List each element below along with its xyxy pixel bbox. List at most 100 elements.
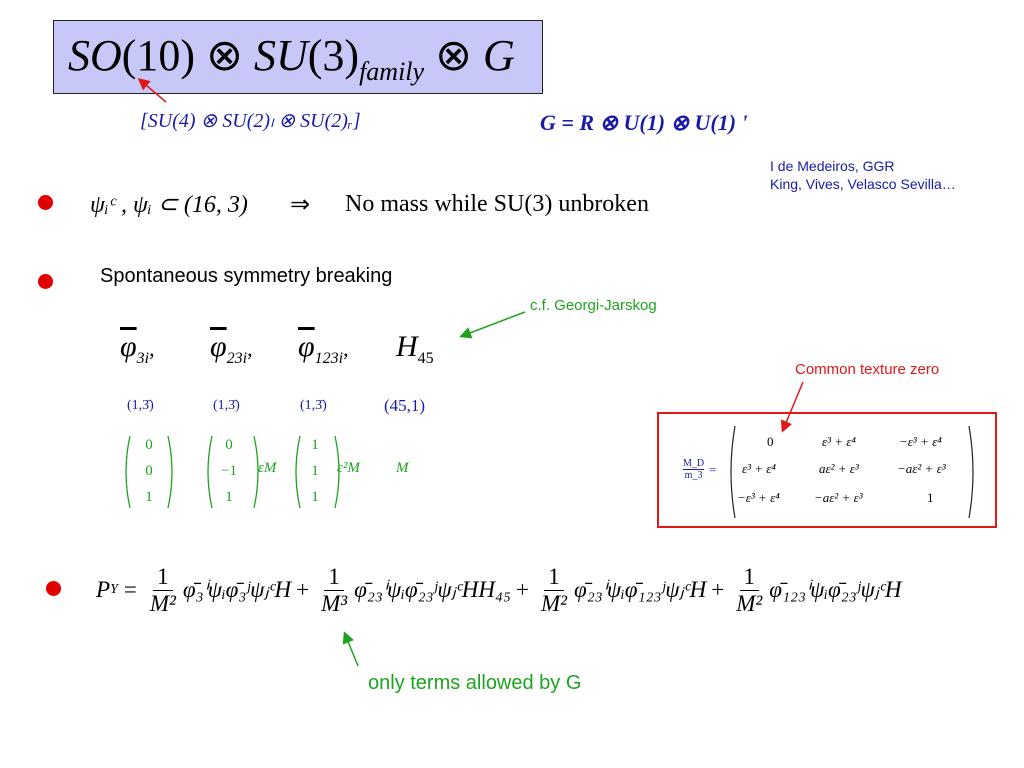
vector-3-factor: M bbox=[396, 460, 409, 476]
subgroup-formula: [SU(4) ⊗ SU(2)ₗ ⊗ SU(2)ᵣ] bbox=[140, 110, 361, 132]
vector-0: 0 0 1 bbox=[140, 432, 158, 510]
matrix-label-num: M_D bbox=[683, 458, 705, 470]
field-1-sub: 23i bbox=[226, 350, 248, 367]
title-otimes-2: ⊗ bbox=[435, 31, 472, 80]
arrow-texture bbox=[780, 381, 804, 433]
matrix-cell-0-1: ε³ + ε⁴ bbox=[822, 434, 856, 449]
py-term-0-den: M² bbox=[149, 590, 176, 616]
psi-representation: ψᵢᶜ , ψᵢ ⊂ (16, 3) bbox=[90, 192, 248, 218]
bullet-2 bbox=[38, 274, 53, 289]
field-2-sub: 123i bbox=[314, 350, 344, 367]
texture-zero-note: Common texture zero bbox=[795, 361, 940, 378]
py-eq: = bbox=[123, 577, 137, 602]
allowed-terms-note: only terms allowed by G bbox=[368, 672, 582, 694]
vector-2: 1 1 1 bbox=[306, 432, 324, 510]
py-term-0-plus: + bbox=[296, 577, 310, 602]
title-family: family bbox=[359, 57, 425, 86]
vector-2-factor: ε²M bbox=[337, 460, 360, 476]
py-term-2-plus: + bbox=[711, 577, 725, 602]
matrix-cell-2-0: −ε³ + ε⁴ bbox=[737, 490, 780, 505]
bullet-1 bbox=[38, 195, 53, 210]
title-su: SU bbox=[253, 31, 308, 80]
rep-3: (45,1) bbox=[384, 396, 426, 415]
field-1-name: φ bbox=[210, 330, 227, 363]
matrix-label-den: m_3 bbox=[684, 470, 703, 481]
py-term-2-frac: 1 M² bbox=[537, 564, 571, 616]
vector-2-2: 1 bbox=[311, 489, 319, 505]
py-term-1-den: M³ bbox=[321, 590, 348, 616]
arrow-allowed bbox=[342, 631, 359, 667]
py-term-2-num: 1 bbox=[544, 564, 564, 591]
vector-2-1: 1 bbox=[311, 463, 319, 479]
matrix-cell-0-2: −ε³ + ε⁴ bbox=[899, 434, 942, 449]
field-2-name: φ bbox=[298, 330, 315, 363]
no-mass-text: No mass while SU(3) unbroken bbox=[345, 191, 649, 217]
title-box bbox=[53, 20, 543, 94]
field-0-sep: , bbox=[149, 336, 155, 361]
arrow-georgi bbox=[459, 311, 526, 339]
credits-line-2: King, Vives, Velasco Sevilla… bbox=[770, 176, 956, 192]
vector-2-0: 1 bbox=[311, 437, 319, 453]
matrix-label: M_D m_3 bbox=[683, 458, 705, 481]
py-term-3-num: 1 bbox=[739, 564, 760, 591]
py-term-1-plus: + bbox=[515, 577, 529, 602]
matrix-cell-1-0: ε³ + ε⁴ bbox=[742, 461, 776, 476]
title-otimes-1: ⊗ bbox=[206, 31, 243, 80]
matrix-cell-2-2: 1 bbox=[927, 490, 934, 505]
py-term-0-num: 1 bbox=[153, 564, 173, 591]
rep-0: (1,3̄) bbox=[127, 398, 154, 413]
py-term-3-body: φ̄₁₂₃ⁱψᵢφ̄₂₃ʲψⱼᶜH bbox=[769, 577, 902, 602]
bullet-3 bbox=[46, 581, 61, 596]
field-1: φ23i, bbox=[210, 330, 253, 368]
matrix-cell-1-1: aε² + ε³ bbox=[819, 461, 859, 476]
rep-1: (1,3̄) bbox=[213, 398, 240, 413]
py-term-1-frac: 1 M³ bbox=[317, 564, 351, 616]
matrix-brackets bbox=[730, 425, 974, 519]
py-term-3-den: M² bbox=[736, 590, 763, 616]
py-term-1-num: 1 bbox=[324, 564, 344, 591]
vector-1-1: −1 bbox=[221, 463, 237, 479]
vector-brackets bbox=[125, 435, 340, 509]
vector-1-0: 0 bbox=[225, 437, 233, 453]
field-2-sep: , bbox=[343, 336, 349, 361]
vector-0-2: 1 bbox=[145, 489, 153, 505]
vector-1: 0 −1 1 bbox=[216, 432, 242, 510]
py-term-2-den: M² bbox=[540, 590, 568, 616]
matrix-cell-2-1: −aε² + ε³ bbox=[814, 490, 863, 505]
vector-0-1: 0 bbox=[145, 463, 153, 479]
g-definition: G = R ⊗ U(1) ⊗ U(1) ' bbox=[540, 110, 748, 135]
rep-2: (1,3̄) bbox=[300, 398, 327, 413]
vector-1-factor: εM bbox=[258, 460, 277, 476]
py-lhs-sub: Y bbox=[110, 582, 118, 597]
matrix-cell-0-0: 0 bbox=[767, 434, 774, 449]
field-0: φ3i, bbox=[120, 330, 155, 368]
implies-symbol: ⇒ bbox=[290, 192, 311, 218]
py-term-2-body: φ̄₂₃ⁱψᵢφ̄₁₂₃ʲψⱼᶜH bbox=[574, 577, 707, 602]
py-term-1-body: φ̄₂₃ⁱψᵢφ̄₂₃ʲψⱼᶜHH₄₅ bbox=[354, 577, 511, 602]
field-3-sub: 45 bbox=[417, 350, 434, 367]
slide-title: SO(10) ⊗ SU(3)family ⊗ G bbox=[68, 30, 515, 87]
title-so-arg: (10) bbox=[121, 31, 196, 80]
title-so: SO bbox=[68, 31, 122, 80]
py-lhs: P bbox=[96, 577, 111, 602]
py-term-3-frac: 1 M² bbox=[732, 564, 766, 616]
field-0-sub: 3i bbox=[136, 350, 150, 367]
field-0-name: φ bbox=[120, 330, 137, 363]
matrix-cell-1-2: −aε² + ε³ bbox=[897, 461, 946, 476]
ssb-text: Spontaneous symmetry breaking bbox=[100, 265, 393, 287]
field-3: H45 bbox=[396, 330, 434, 368]
mass-matrix-box: M_D m_3 = 0 ε³ + ε⁴ −ε³ + ε⁴ ε³ + ε⁴ aε²… bbox=[657, 412, 997, 528]
georgi-jarskog-note: c.f. Georgi-Jarskog bbox=[530, 297, 657, 314]
field-1-sep: , bbox=[247, 336, 253, 361]
credits: I de Medeiros, GGR King, Vives, Velasco … bbox=[770, 157, 956, 193]
arrow-subgroup-to-so bbox=[137, 78, 167, 103]
field-3-name: H bbox=[396, 330, 418, 363]
vector-0-0: 0 bbox=[145, 437, 153, 453]
title-su-arg: (3) bbox=[307, 31, 360, 80]
py-term-0-body: φ̄₃ⁱψᵢφ̄₃ʲψⱼᶜH bbox=[182, 577, 292, 602]
credits-line-1: I de Medeiros, GGR bbox=[770, 158, 895, 174]
matrix-eq: = bbox=[709, 462, 717, 477]
field-2: φ123i, bbox=[298, 330, 349, 368]
